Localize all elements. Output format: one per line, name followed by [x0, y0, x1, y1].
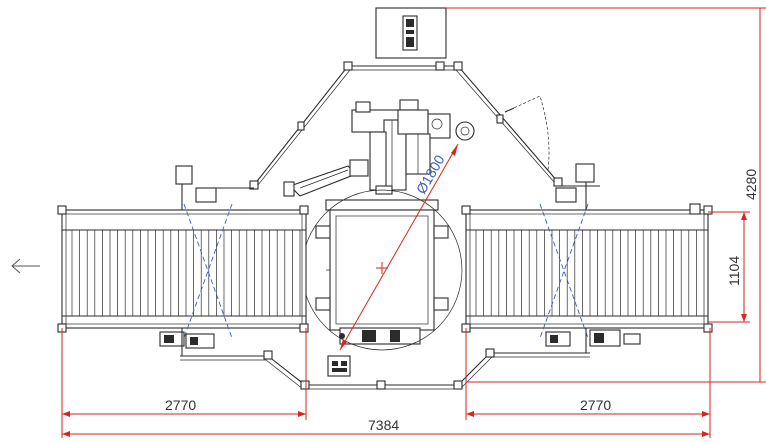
control-panel: [375, 7, 447, 59]
dim-overall-length: 7384: [368, 417, 399, 433]
floor-unit: [327, 355, 351, 377]
dim-right-conveyor: 2770: [580, 397, 611, 413]
dimension-lines: [61, 7, 766, 438]
arrow-left-icon: [11, 258, 40, 274]
conveyor-right: [461, 163, 713, 353]
dim-overall-height: 4280: [743, 169, 759, 200]
turntable: [301, 143, 463, 351]
safety-fence-bottom: [180, 348, 590, 390]
conveyor-left: [57, 165, 309, 356]
safety-fence-top: [200, 61, 600, 190]
robot-arm: [283, 99, 475, 197]
dim-left-conveyor: 2770: [165, 397, 196, 413]
dim-conveyor-width: 1104: [726, 256, 742, 286]
